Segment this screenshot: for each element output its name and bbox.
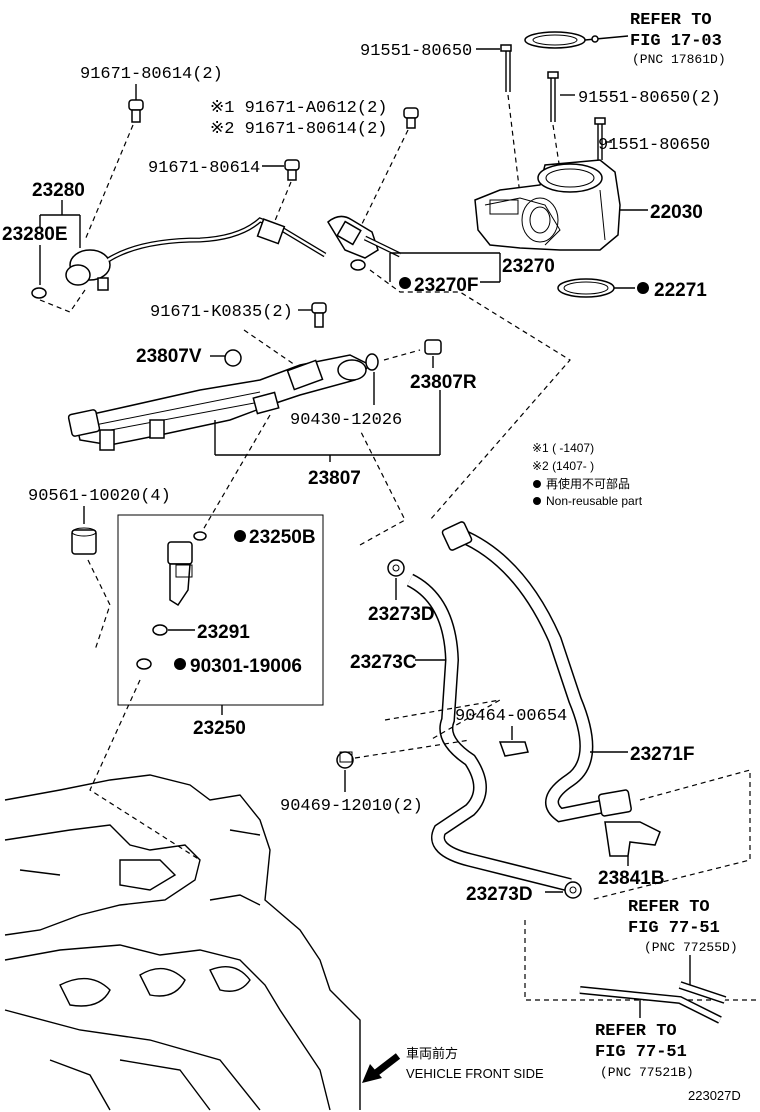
- throttle-body[interactable]: [474, 159, 621, 251]
- non-reusable-dot: [234, 530, 246, 542]
- bolt-long-2: [547, 71, 559, 122]
- o-ring-23270f: [350, 259, 366, 271]
- hose-23271f[interactable]: [457, 528, 612, 823]
- non-reusable-dot: [637, 282, 649, 294]
- label-23807v[interactable]: 23807V: [136, 346, 202, 367]
- label-23291[interactable]: 23291: [197, 622, 250, 643]
- label-23841b[interactable]: 23841B: [598, 868, 665, 889]
- svg-text:FIG 77-51: FIG 77-51: [595, 1043, 687, 1062]
- diagram-id: 223027D: [688, 1088, 741, 1103]
- label-23250[interactable]: 23250: [193, 718, 246, 739]
- non-reusable-dot: [174, 658, 186, 670]
- o-ring-23250b: [193, 531, 207, 541]
- svg-text:REFER TO: REFER TO: [628, 898, 710, 917]
- label-23273d-upper[interactable]: 23273D: [368, 604, 435, 625]
- o-ring-90430: [365, 353, 379, 371]
- label-22271[interactable]: 22271: [654, 280, 707, 301]
- vehicle-front-label-en: VEHICLE FRONT SIDE: [406, 1066, 544, 1081]
- bolt-small-3: [284, 159, 300, 181]
- svg-text:(PNC 77521B): (PNC 77521B): [600, 1065, 694, 1080]
- engine-block-sketch: [4, 774, 361, 1111]
- label-23273c[interactable]: 23273C: [350, 652, 417, 673]
- label-23250b[interactable]: 23250B: [249, 527, 316, 548]
- label-23280e[interactable]: 23280E: [2, 224, 68, 245]
- clip-23273d-upper: [387, 559, 405, 577]
- grommet-23291: [152, 624, 168, 636]
- bolt-small-2: [403, 107, 419, 129]
- svg-text:FIG 77-51: FIG 77-51: [628, 919, 720, 938]
- external-fuel-lines: [579, 981, 727, 1024]
- legend: ※1 ( -1407) ※2 (1407- ) 再使用不可部品 Non-reus…: [532, 441, 643, 508]
- label-90464[interactable]: 90464-00654: [455, 707, 567, 726]
- connector-23271f-bottom: [598, 789, 632, 817]
- o-ring-23280e: [31, 287, 47, 299]
- fuel-pulsation-damper-23270[interactable]: [327, 215, 402, 259]
- svg-text:(PNC 17861D): (PNC 17861D): [632, 52, 726, 67]
- legend-note2: ※2 (1407- ): [532, 459, 594, 473]
- fuel-rail-23807[interactable]: [67, 354, 372, 451]
- label-91551-80650-c[interactable]: 91551-80650: [598, 136, 710, 155]
- injector-assembly-box: [117, 514, 324, 706]
- injector-23250[interactable]: [167, 541, 193, 607]
- label-91671-80614[interactable]: 91671-80614: [148, 159, 260, 178]
- bolt-long-1: [500, 44, 512, 92]
- pressure-regulator[interactable]: [65, 217, 327, 291]
- non-reusable-dot: [399, 277, 411, 289]
- label-23280[interactable]: 23280: [32, 180, 85, 201]
- gasket-ring-top: [524, 31, 629, 49]
- clip-90469: [336, 751, 354, 769]
- label-23807[interactable]: 23807: [308, 468, 361, 489]
- vehicle-front-label-jp: 車両前方: [406, 1046, 458, 1061]
- label-23807r[interactable]: 23807R: [410, 372, 477, 393]
- clamp-90464: [498, 741, 529, 757]
- legend-non-reusable-jp: 再使用不可部品: [546, 476, 630, 491]
- vehicle-front-arrow: [362, 1053, 401, 1083]
- label-90430[interactable]: 90430-12026: [290, 411, 402, 430]
- label-90469[interactable]: 90469-12010(2): [280, 797, 423, 816]
- insulator-90561: [71, 527, 97, 555]
- bracket-23841b[interactable]: [604, 821, 661, 857]
- svg-text:REFER TO: REFER TO: [630, 11, 712, 30]
- svg-text:(PNC 77255D): (PNC 77255D): [644, 940, 738, 955]
- label-23270[interactable]: 23270: [502, 256, 555, 277]
- label-note2-bolt[interactable]: ※2 91671-80614(2): [210, 120, 387, 139]
- legend-note1: ※1 ( -1407): [532, 441, 594, 455]
- svg-text:FIG 17-03: FIG 17-03: [630, 32, 722, 51]
- clip-23273d-lower: [564, 881, 582, 899]
- label-90561[interactable]: 90561-10020(4): [28, 487, 171, 506]
- label-note1-bolt[interactable]: ※1 91671-A0612(2): [210, 99, 387, 118]
- gasket-22271: [557, 278, 615, 298]
- label-23273d-lower[interactable]: 23273D: [466, 884, 533, 905]
- reference-fig-77-51-lower[interactable]: REFER TO FIG 77-51 (PNC 77521B): [595, 1022, 694, 1080]
- label-91551-80650-a[interactable]: 91551-80650: [360, 42, 472, 61]
- label-22030[interactable]: 22030: [650, 202, 703, 223]
- plug-23807r: [424, 339, 442, 355]
- bolt-small-4: [311, 302, 327, 328]
- cap-23807v: [224, 349, 242, 367]
- svg-text:REFER TO: REFER TO: [595, 1022, 677, 1041]
- bolt-long-3: [594, 117, 606, 160]
- hose-23273c[interactable]: [406, 573, 572, 892]
- reference-fig-77-51-upper[interactable]: REFER TO FIG 77-51 (PNC 77255D): [628, 898, 738, 955]
- reference-fig-17-03[interactable]: REFER TO FIG 17-03 (PNC 17861D): [630, 11, 726, 67]
- label-91671-80614-2[interactable]: 91671-80614(2): [80, 65, 223, 84]
- label-23271f[interactable]: 23271F: [630, 744, 694, 765]
- connector-23271f-top: [441, 521, 473, 551]
- label-91671-k0835[interactable]: 91671-K0835(2): [150, 303, 293, 322]
- label-23270f[interactable]: 23270F: [414, 275, 478, 296]
- bolt-small-1: [128, 99, 144, 123]
- legend-non-reusable-en: Non-reusable part: [546, 494, 643, 508]
- label-90301[interactable]: 90301-19006: [190, 656, 302, 677]
- label-91551-80650-b[interactable]: 91551-80650(2): [578, 89, 721, 108]
- o-ring-90301: [136, 658, 152, 670]
